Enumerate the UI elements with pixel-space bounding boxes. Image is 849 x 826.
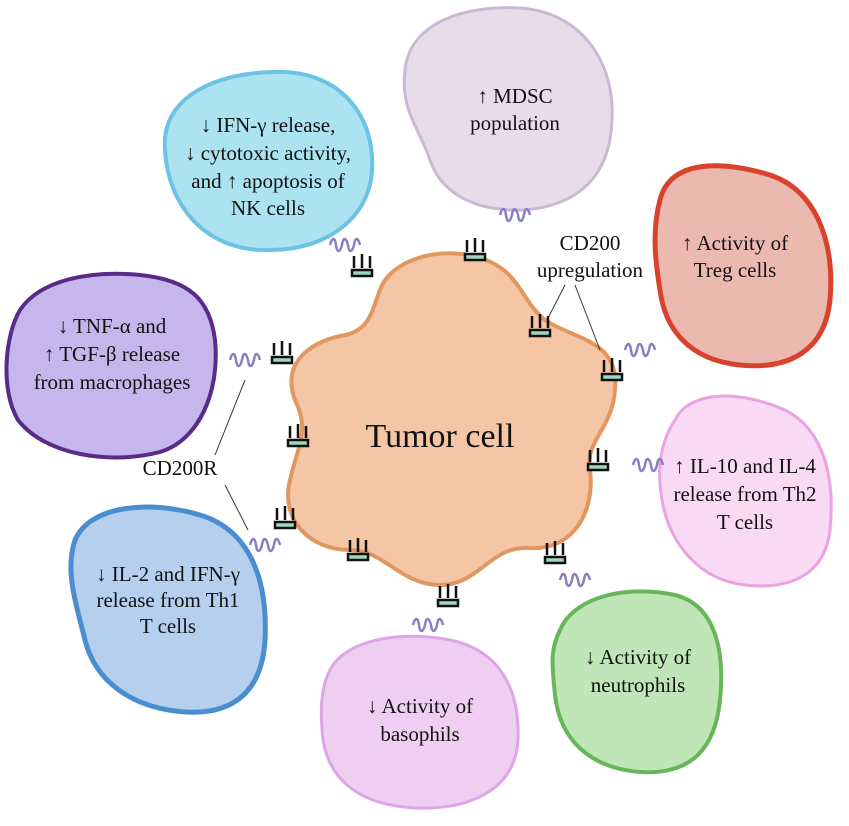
cd200r-pointer-line bbox=[214, 379, 246, 456]
cd200-protein-icon bbox=[350, 254, 374, 278]
cd200-protein-icon bbox=[528, 314, 552, 338]
cd200r-receptor-icon bbox=[623, 342, 657, 358]
cd200r-receptor-icon bbox=[631, 457, 665, 473]
cd200-protein-icon bbox=[286, 424, 310, 448]
cd200r-receptor-icon bbox=[558, 572, 592, 588]
th1-cell-body bbox=[68, 504, 268, 715]
cd200r-label: CD200R bbox=[143, 456, 218, 480]
cd200r-pointer-line bbox=[224, 484, 249, 531]
cd200-protein-icon bbox=[586, 448, 610, 472]
cd200r-receptor-icon bbox=[498, 207, 532, 223]
cd200r-receptor-icon bbox=[411, 617, 445, 633]
neutrophil-cell-body bbox=[550, 589, 724, 775]
cd200-protein-icon bbox=[463, 238, 487, 262]
cd200-protein-icon bbox=[543, 541, 567, 565]
macrophage-cell-body bbox=[4, 271, 218, 460]
th2-cell-body bbox=[658, 394, 833, 588]
cd200-protein-icon bbox=[436, 584, 460, 608]
nk-cell-text: ↓ IFN-γ release,↓ cytotoxic activity,and… bbox=[185, 113, 351, 220]
cd200-protein-icon bbox=[346, 538, 370, 562]
receptors bbox=[228, 207, 665, 633]
cd200r-receptor-icon bbox=[248, 537, 282, 553]
basophil-cell-body bbox=[319, 634, 520, 810]
tumor-cell-label: Tumor cell bbox=[366, 418, 515, 455]
cd200-pointer-line bbox=[547, 284, 566, 319]
cd200-protein-icon bbox=[600, 358, 624, 382]
cd200r-receptor-icon bbox=[328, 237, 362, 253]
cd200r-receptor-icon bbox=[228, 352, 262, 368]
cd200-protein-icon bbox=[273, 506, 297, 530]
nk-cell-body bbox=[162, 69, 375, 253]
cd200-pointer-line bbox=[574, 284, 601, 351]
nk-cell: ↓ IFN-γ release,↓ cytotoxic activity,and… bbox=[162, 69, 375, 253]
tumor-cell: Tumor cell bbox=[286, 251, 618, 588]
mdsc-cell-body bbox=[402, 6, 614, 212]
treg-cell-body bbox=[652, 163, 834, 369]
cd200-protein-icon bbox=[270, 341, 294, 365]
cd200r-annotation: CD200R bbox=[143, 379, 249, 531]
